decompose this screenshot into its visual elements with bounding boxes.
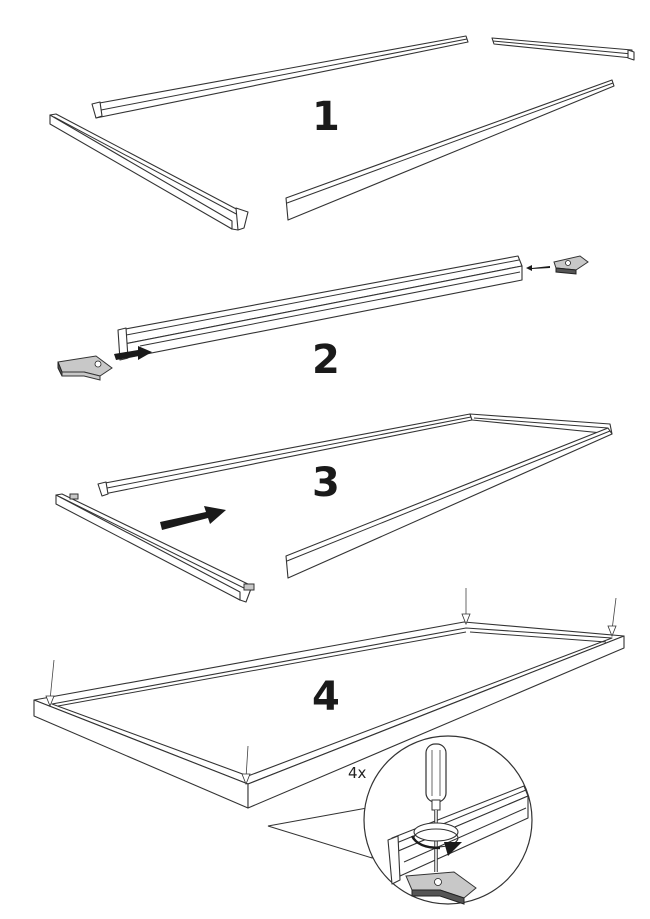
screw-detail-callout: 4x: [267, 735, 533, 905]
frame-profile-with-groove: [117, 255, 523, 361]
step-4-diagram: 4: [33, 588, 625, 905]
repeat-count-label: 4x: [348, 764, 367, 782]
detail-corner-bracket: [405, 871, 477, 905]
corner-bracket-right: [553, 255, 589, 275]
step-4-number: 4: [312, 674, 340, 720]
corner-pointer-4: [241, 745, 251, 786]
corner-pointer-1: [45, 659, 55, 708]
step-3-diagram: 3: [55, 413, 613, 603]
corner-pointer-2: [461, 588, 471, 626]
step-2-number: 2: [312, 337, 340, 383]
frame-profile-left-side: [49, 113, 249, 231]
corner-pointer-3: [607, 597, 617, 638]
insert-arrow-right-icon: [526, 265, 550, 271]
screwdriver-icon: [425, 743, 447, 872]
frame-profile-back-long: [91, 35, 469, 119]
corner-bracket-left: [57, 355, 113, 381]
step-2-diagram: 2: [57, 255, 589, 383]
insert-arrow-left-icon: [114, 346, 152, 360]
step-3-number: 3: [312, 460, 340, 506]
frame-profile-front-long: [285, 79, 615, 221]
frame-profile-back-short: [491, 37, 635, 61]
step-1-diagram: 1: [49, 35, 635, 231]
partial-frame: [97, 413, 613, 579]
loose-side-profile: [55, 493, 255, 603]
complete-frame: [33, 621, 625, 809]
rotate-clockwise-arrow-icon: [410, 835, 462, 856]
push-direction-arrow-icon: [160, 506, 226, 530]
step-1-number: 1: [312, 94, 340, 140]
